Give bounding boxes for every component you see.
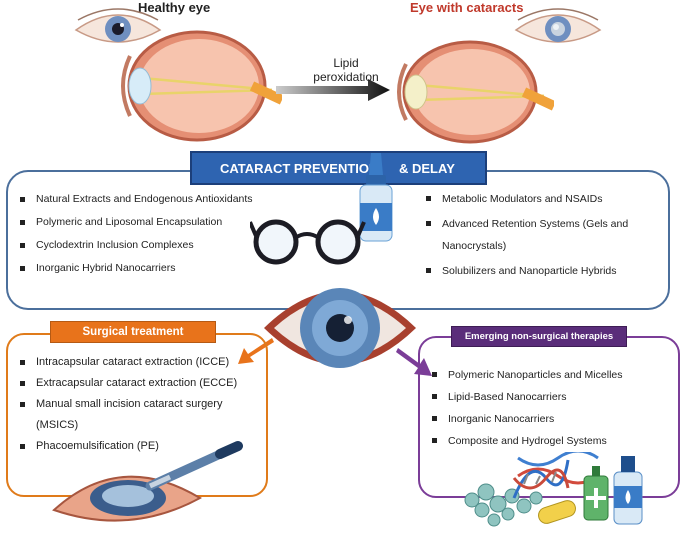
arrow-label-line1: Lipid xyxy=(333,56,359,70)
list-item: Polymeric Nanoparticles and Micelles xyxy=(426,364,623,386)
emerging-list: Polymeric Nanoparticles and Micelles Lip… xyxy=(426,364,623,452)
arrow-label-line2: peroxidation xyxy=(313,70,379,84)
list-item: Lipid-Based Nanocarriers xyxy=(426,386,623,408)
prevention-right-list: Metabolic Modulators and NSAIDs Advanced… xyxy=(420,188,678,282)
prevention-left-list: Natural Extracts and Endogenous Antioxid… xyxy=(14,188,253,280)
list-item: Cyclodextrin Inclusion Complexes xyxy=(14,234,253,257)
cataract-eye-title: Eye with cataracts xyxy=(410,0,524,15)
list-item: Composite and Hydrogel Systems xyxy=(426,430,623,452)
arrow-to-emerging-icon xyxy=(396,348,432,376)
healthy-eye-title: Healthy eye xyxy=(138,0,211,15)
list-item: Polymeric and Liposomal Encapsulation xyxy=(14,211,253,234)
list-item: Extracapsular cataract extraction (ECCE) xyxy=(14,373,264,394)
cataract-eye-icon xyxy=(514,8,602,43)
list-item: Inorganic Nanocarriers xyxy=(426,408,623,430)
prevention-banner: CATARACT PREVENTION & DELAY xyxy=(190,151,487,185)
delay-title: & DELAY xyxy=(399,161,455,176)
iris-eye-icon xyxy=(264,288,416,368)
surgical-banner: Surgical treatment xyxy=(50,321,216,343)
list-item: Inorganic Hybrid Nanocarriers xyxy=(14,257,253,280)
arrow-label: Lipid peroxidation xyxy=(306,56,386,84)
list-item: Solubilizers and Nanoparticle Hybrids xyxy=(420,260,672,282)
list-item: Intracapsular cataract extraction (ICCE) xyxy=(14,352,264,373)
glasses-icon xyxy=(250,219,366,265)
list-item: Metabolic Modulators and NSAIDs xyxy=(420,188,672,210)
nanoparticles-icon xyxy=(464,452,643,527)
surgery-icon xyxy=(52,441,243,522)
eye-drop-bottle-icon xyxy=(359,153,393,242)
prevention-title: CATARACT PREVENTION xyxy=(220,161,379,176)
list-item: Natural Extracts and Endogenous Antioxid… xyxy=(14,188,253,211)
healthy-eye-icon xyxy=(74,8,162,43)
healthy-eye-cross-section-icon xyxy=(121,30,282,142)
surgical-list: Intracapsular cataract extraction (ICCE)… xyxy=(14,352,264,457)
emerging-banner: Emerging non-surgical therapies xyxy=(451,326,627,347)
dna-icon xyxy=(512,459,570,499)
lipid-peroxidation-arrow-icon xyxy=(276,79,390,101)
list-item: Manual small incision cataract surgery (… xyxy=(14,394,266,436)
list-item: Advanced Retention Systems (Gels and Nan… xyxy=(420,213,678,257)
list-item: Phacoemulsification (PE) xyxy=(14,436,264,457)
cataract-eye-cross-section-icon xyxy=(397,40,554,144)
